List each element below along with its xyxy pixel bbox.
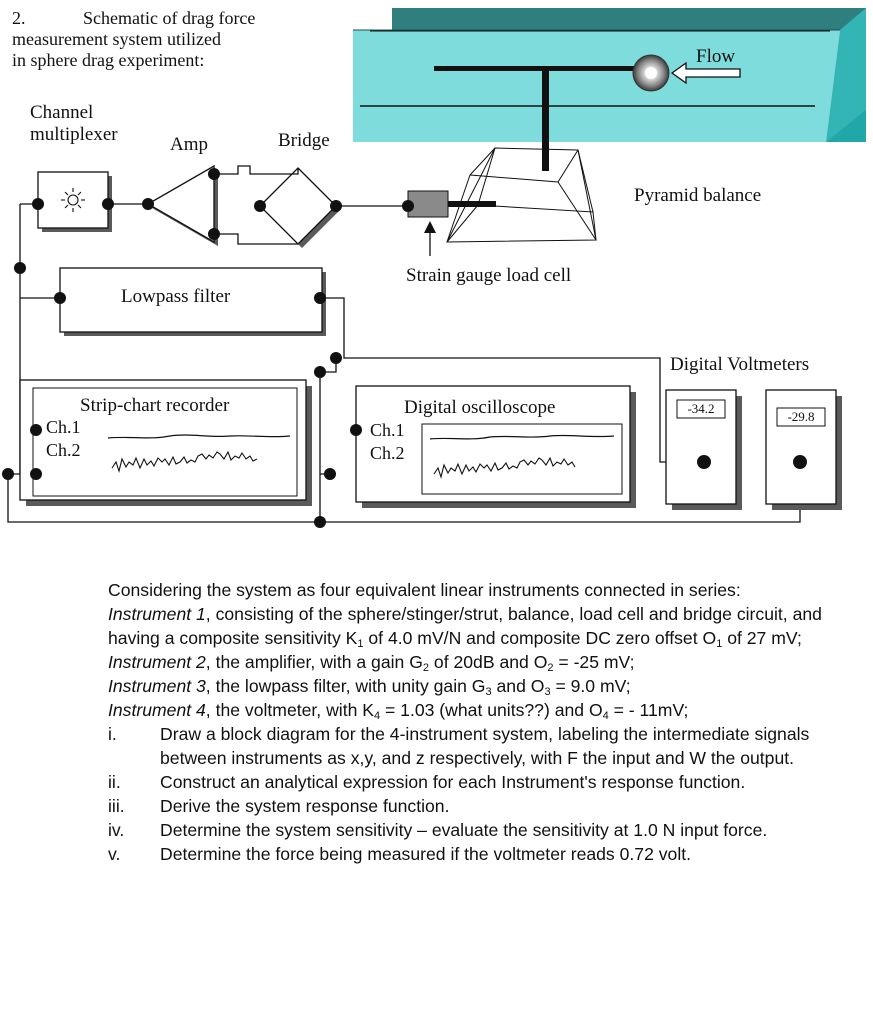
question-v: v.Determine the force being measured if … [108, 844, 692, 864]
voltmeter-2-display [776, 407, 826, 427]
load-cell-arm [448, 201, 496, 207]
voltmeters-label: Digital Voltmeters [670, 354, 809, 375]
question-iv: iv.Determine the system sensitivity – ev… [108, 820, 768, 840]
title-line-1: Schematic of drag force [83, 8, 255, 28]
oscilloscope-screen [421, 423, 623, 495]
strip-ch2-trace [111, 450, 258, 473]
voltmeter-1-display [676, 399, 726, 419]
strut [542, 71, 549, 171]
lowpass-filter [59, 267, 323, 333]
question-i: i.Draw a block diagram for the 4-instrum… [108, 724, 810, 768]
flow-channel [353, 8, 866, 142]
osc-ch2-label: Ch.2 [370, 443, 405, 463]
amp-label: Amp [170, 134, 208, 155]
sphere-highlight [645, 67, 657, 79]
bridge-label: Bridge [278, 130, 330, 151]
osc-ch1-trace [429, 434, 615, 440]
problem-number: 2. [12, 8, 26, 28]
strip-chart-label: Strip-chart recorder [80, 395, 230, 416]
title-line-3: in sphere drag experiment: [12, 50, 204, 70]
strip-ch2-label: Ch.2 [46, 440, 81, 460]
question-iii: iii.Derive the system response function. [108, 796, 450, 816]
load-cell [407, 190, 449, 218]
lowpass-filter-label: Lowpass filter [121, 286, 231, 307]
instrument-2: Instrument 2, the amplifier, with a gain… [108, 652, 635, 674]
connection-dots [2, 168, 807, 528]
measurement-system-schematic: 2. Schematic of drag force measurement s… [2, 8, 866, 528]
amplifier [146, 164, 215, 244]
title-line-2: measurement system utilized [12, 29, 221, 49]
sting-rod [434, 66, 644, 71]
up-arrow-icon [424, 221, 436, 233]
bridge [259, 167, 337, 245]
osc-ch1-label: Ch.1 [370, 420, 405, 440]
voltmeter-2-reading: -29.8 [787, 409, 814, 424]
osc-ch2-trace [433, 456, 576, 479]
strain-gauge-label: Strain gauge load cell [406, 265, 571, 286]
pyramid-balance-label: Pyramid balance [634, 185, 761, 206]
problem-text: Considering the system as four equivalen… [108, 578, 843, 866]
intro-text: Considering the system as four equivalen… [108, 580, 741, 600]
oscilloscope-label: Digital oscilloscope [404, 397, 555, 418]
question-ii: ii.Construct an analytical expression fo… [108, 772, 746, 792]
instrument-3: Instrument 3, the lowpass filter, with u… [108, 676, 631, 698]
strip-ch1-trace [107, 434, 291, 439]
channel-multiplexer [37, 171, 109, 229]
instrument-1: Instrument 1, consisting of the sphere/s… [108, 604, 822, 650]
multiplexer-label-1: Channel [30, 102, 93, 123]
voltmeter-2 [765, 389, 837, 505]
voltmeter-1-reading: -34.2 [687, 401, 714, 416]
pyramid-balance [446, 147, 597, 243]
flow-label: Flow [696, 46, 735, 67]
strip-ch1-label: Ch.1 [46, 417, 81, 437]
multiplexer-label-2: multiplexer [30, 124, 118, 145]
flow-arrow-icon [670, 61, 741, 85]
instrument-4: Instrument 4, the voltmeter, with K4 = 1… [108, 700, 689, 722]
strip-chart-paper [32, 387, 298, 497]
sun-icon [61, 188, 85, 212]
